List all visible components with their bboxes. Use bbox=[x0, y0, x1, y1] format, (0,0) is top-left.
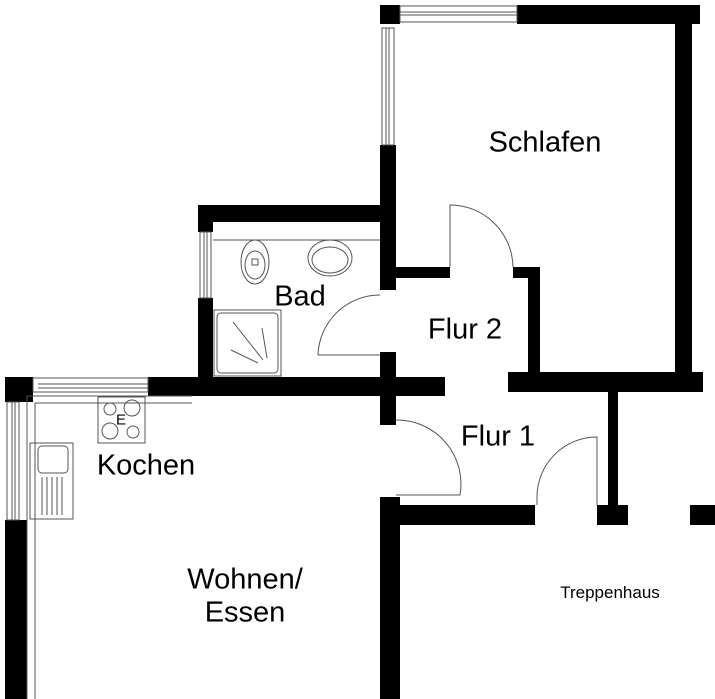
wall bbox=[597, 505, 628, 525]
wall bbox=[513, 267, 540, 278]
door-wohnen bbox=[395, 419, 462, 496]
room-label-kochen: Kochen bbox=[96, 449, 196, 482]
wall bbox=[5, 377, 33, 402]
toilet-icon bbox=[240, 239, 270, 285]
window bbox=[399, 5, 518, 23]
washbasin-icon bbox=[307, 239, 353, 277]
room-label-wohnen-line2: Essen bbox=[204, 597, 286, 629]
shower-icon bbox=[213, 309, 282, 377]
room-label-treppenhaus: Treppenhaus bbox=[560, 583, 660, 603]
room-label-bad: Bad bbox=[274, 280, 326, 313]
walls bbox=[5, 5, 715, 699]
door-bad bbox=[317, 294, 381, 356]
wall bbox=[148, 377, 445, 396]
window bbox=[32, 377, 149, 393]
wall bbox=[517, 5, 700, 24]
window bbox=[199, 231, 212, 299]
stove-label: E bbox=[115, 411, 127, 429]
wall bbox=[508, 372, 703, 392]
door-entrance bbox=[536, 436, 598, 505]
stove-icon bbox=[97, 396, 146, 444]
wall bbox=[5, 520, 27, 699]
sink-icon bbox=[29, 442, 74, 520]
wall bbox=[608, 392, 618, 505]
wall bbox=[380, 497, 400, 699]
wall bbox=[380, 505, 535, 525]
wall bbox=[690, 505, 715, 525]
wall bbox=[675, 20, 692, 380]
wall bbox=[528, 267, 540, 377]
room-label-schlafen: Schlafen bbox=[488, 126, 602, 159]
room-label-wohnen: Wohnen/ Essen bbox=[187, 564, 303, 631]
room-label-flur1: Flur 1 bbox=[460, 420, 536, 453]
wall bbox=[198, 205, 213, 232]
wall bbox=[198, 298, 213, 378]
room-label-wohnen-line1: Wohnen/ bbox=[187, 563, 303, 596]
window bbox=[381, 27, 395, 146]
wall bbox=[396, 267, 450, 278]
room-label-flur2: Flur 2 bbox=[427, 313, 503, 346]
wall bbox=[380, 5, 400, 24]
wall bbox=[198, 205, 396, 222]
door-schlafen bbox=[449, 204, 514, 268]
window bbox=[6, 401, 20, 521]
